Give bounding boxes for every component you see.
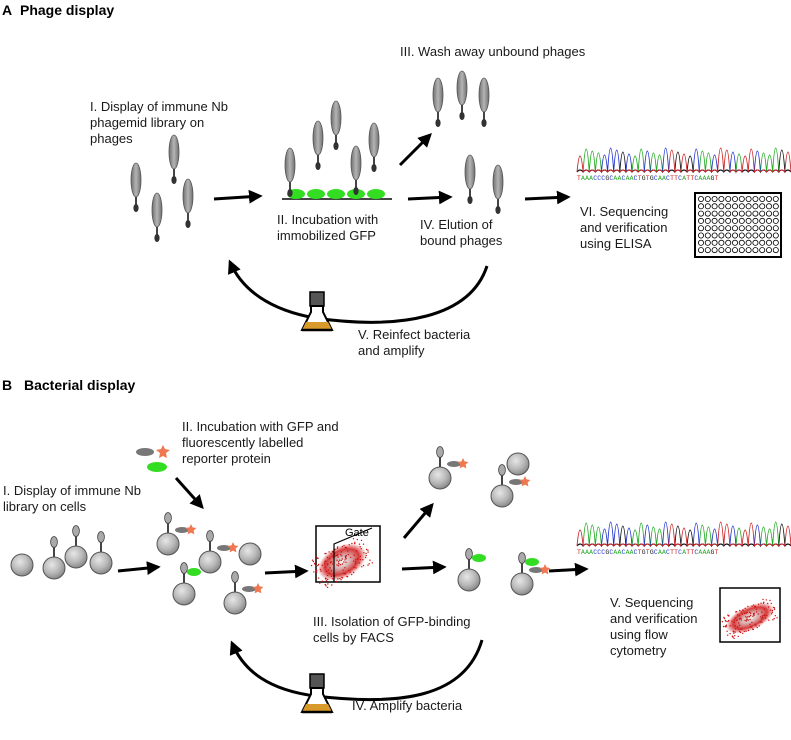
eluted-phages-group: [464, 154, 504, 214]
panel-b-title: Bacterial display: [24, 377, 136, 393]
step-b3-label: III. Isolation of GFP-binding cells by F…: [313, 614, 471, 645]
bacterial-cell-icon: [42, 536, 66, 580]
bacterial-cell-icon: [510, 552, 551, 596]
flask-icon: [300, 291, 334, 332]
unbound-cells-group: [428, 446, 531, 508]
phage-icon: [168, 134, 180, 184]
bacterial-cell-icon: [10, 553, 34, 577]
arrow-b-3: [264, 564, 309, 579]
phage-icon: [130, 162, 142, 212]
arrow-b-4: [402, 502, 434, 539]
phage-icon: [456, 70, 468, 120]
phage-icon: [350, 145, 362, 195]
cell-library-group: [10, 525, 113, 580]
facs-plot-gate: [310, 525, 381, 589]
reporter-star-icon: [156, 445, 170, 458]
phage-icon: [464, 154, 476, 204]
step-b5-label: V. Sequencing and verification using flo…: [610, 595, 698, 658]
sequence-readout: TAAACCCGCAACAACTGTGCAACTTCATTCAAAGT: [577, 175, 719, 182]
unbound-phages-group: [432, 70, 490, 127]
bacterial-cell-icon: [89, 531, 113, 575]
arrow-b-2: [174, 476, 204, 510]
sequencing-chromatogram: [576, 147, 791, 174]
sorted-cells-group: [457, 548, 551, 596]
phage-icon: [330, 100, 342, 150]
phage-icon: [182, 178, 194, 228]
step-b2-label: II. Incubation with GFP and fluorescentl…: [182, 419, 339, 466]
phage-icon: [312, 120, 324, 170]
arrow-a-4: [524, 190, 571, 205]
phage-icon: [478, 77, 490, 127]
arrow-a-1: [213, 189, 263, 204]
step-a3-label: III. Wash away unbound phages: [400, 44, 586, 59]
bacterial-cell-icon: [156, 512, 197, 556]
step-a2-label: II. Incubation with immobilized GFP: [277, 212, 379, 243]
reagent-icons: [136, 445, 170, 472]
step-a5-label: V. Reinfect bacteria and amplify: [358, 327, 471, 358]
bacterial-cell-icon: [172, 562, 201, 606]
phage-icon: [284, 147, 296, 197]
immobilized-gfp-plate: [282, 189, 392, 200]
arrow-a-2: [398, 133, 432, 167]
phage-library-group: [130, 134, 194, 242]
bacterial-cell-icon: [64, 525, 88, 569]
arrow-b-5: [401, 560, 447, 575]
panel-a-letter: A: [2, 2, 13, 18]
step-b1-label: I. Display of immune Nb library on cells: [3, 483, 141, 514]
step-a1-label: I. Display of immune Nb phagemid library…: [90, 99, 228, 146]
panel-a-title: Phage display: [20, 2, 115, 18]
phage-icon: [492, 164, 504, 214]
bacterial-cell-icon: [238, 542, 262, 566]
elisa-plate-icon: [694, 192, 782, 258]
bacterial-cell-icon: [490, 464, 531, 508]
arrow-a-loop: [228, 259, 489, 324]
bacterial-cell-icon: [428, 446, 469, 490]
bacterial-cell-icon: [506, 452, 530, 476]
flask-icon: [300, 673, 334, 714]
arrow-b-1: [117, 561, 161, 575]
step-b4-label: IV. Amplify bacteria: [352, 698, 463, 713]
sequencing-chromatogram: [576, 521, 791, 548]
incubated-cells-group: [156, 512, 264, 615]
arrow-b-6: [548, 562, 589, 577]
arrow-a-3: [407, 190, 453, 205]
bacterial-cell-icon: [223, 571, 264, 615]
bacterial-cell-icon: [457, 548, 486, 592]
bound-phages-group: [284, 100, 380, 197]
facs-verification-plot: [719, 587, 781, 643]
facs-gate-label: Gate: [345, 527, 369, 539]
bacterial-cell-icon: [198, 530, 239, 574]
sequence-readout: TAAACCCGCAACAACTGTGCAACTTCATTCAAAGT: [577, 549, 719, 556]
phage-icon: [151, 192, 163, 242]
phage-icon: [368, 122, 380, 172]
step-a6-label: VI. Sequencing and verification using EL…: [580, 204, 669, 251]
panel-b-letter: B: [2, 377, 13, 393]
arrow-b-loop: [229, 639, 484, 702]
step-a4-label: IV. Elution of bound phages: [420, 217, 503, 248]
phage-icon: [432, 77, 444, 127]
